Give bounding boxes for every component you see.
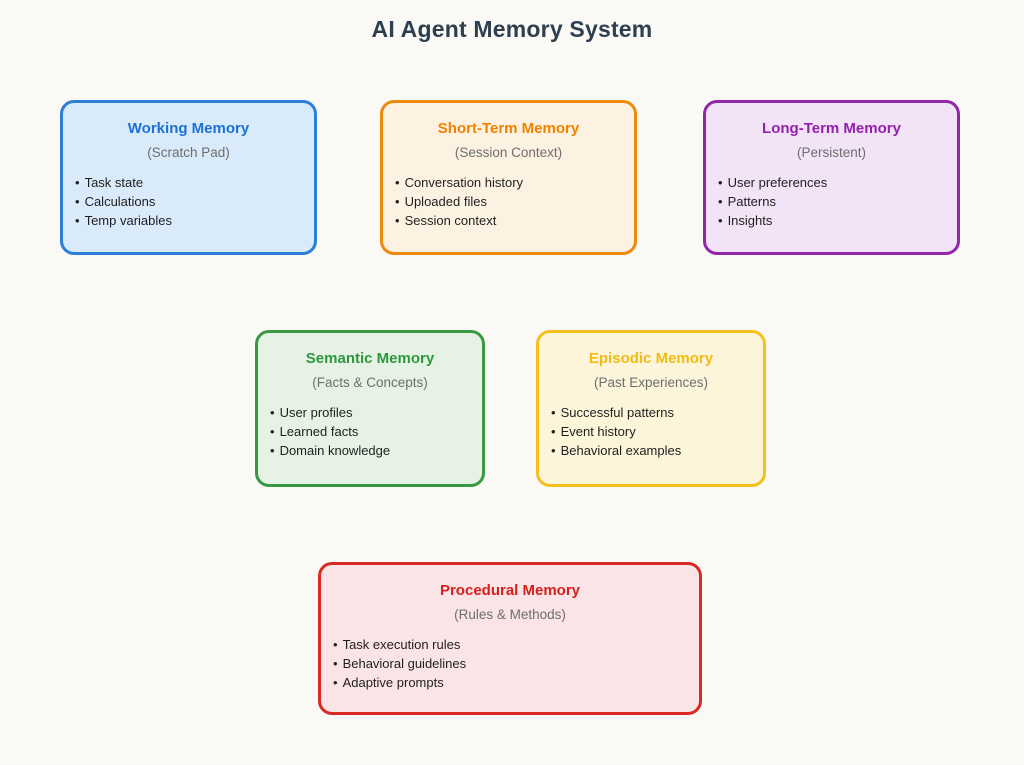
memory-box-procedural: Procedural Memory (Rules & Methods) • Tas… [318,562,702,715]
box-item-text: Behavioral guidelines [342,656,467,671]
bullet-marker: • [333,656,338,671]
memory-box-working: Working Memory (Scratch Pad) • Task state… [60,100,317,255]
bullet-marker: • [395,213,400,228]
box-title: Working Memory [127,120,250,137]
bullet-marker: • [75,175,80,190]
box-item-text: Uploaded files [404,194,487,209]
box-item-text: Behavioral examples [560,443,682,458]
memory-box-episodic: Episodic Memory (Past Experiences) • Succ… [536,330,766,487]
box-subtitle: (Rules & Methods) [454,607,566,622]
box-item: • Task state [75,173,302,192]
box-item: • Behavioral examples [551,441,751,460]
box-item: • Calculations [75,192,302,211]
bullet-marker: • [333,637,338,652]
box-item-text: User preferences [727,175,828,190]
bullet-marker: • [270,405,275,420]
bullet-marker: • [395,194,400,209]
bullet-marker: • [75,194,80,209]
bullet-marker: • [395,175,400,190]
box-item: • Behavioral guidelines [333,654,687,673]
box-item: • Patterns [718,192,945,211]
box-title: Long-Term Memory [762,120,901,137]
box-item: • Insights [718,211,945,230]
bullet-marker: • [551,405,556,420]
box-item-text: Calculations [84,194,156,209]
box-item-text: Task execution rules [342,637,461,652]
box-title: Procedural Memory [439,582,581,599]
box-item-text: Domain knowledge [279,443,391,458]
box-subtitle: (Scratch Pad) [147,145,230,160]
memory-box-long-term: Long-Term Memory (Persistent) • User pref… [703,100,960,255]
box-subtitle: (Session Context) [454,145,563,160]
memory-box-semantic: Semantic Memory (Facts & Concepts) • User… [255,330,485,487]
box-item: • User preferences [718,173,945,192]
box-subtitle: (Facts & Concepts) [312,375,428,390]
box-item: • Session context [395,211,622,230]
bullet-marker: • [551,443,556,458]
bullet-marker: • [270,424,275,439]
bullet-marker: • [551,424,556,439]
box-item-text: User profiles [279,405,353,420]
box-item: • Event history [551,422,751,441]
box-title: Short-Term Memory [437,120,580,137]
box-item-text: Learned facts [279,424,359,439]
box-item: • Conversation history [395,173,622,192]
box-item-list: • User profiles • Learned facts • Domain kn… [270,403,470,460]
box-item: • Learned facts [270,422,470,441]
box-item-text: Task state [84,175,144,190]
box-subtitle: (Past Experiences) [593,375,709,390]
bullet-marker: • [718,194,723,209]
box-item: • Uploaded files [395,192,622,211]
bullet-marker: • [718,213,723,228]
box-item-text: Adaptive prompts [342,675,444,690]
box-item-list: • Task execution rules • Behavioral guidel… [333,635,687,692]
box-item-text: Insights [727,213,773,228]
box-item: • Temp variables [75,211,302,230]
box-subtitle: (Persistent) [796,145,867,160]
box-item: • Task execution rules [333,635,687,654]
box-item-text: Session context [404,213,497,228]
box-item-list: • Successful patterns • Event history • Beh… [551,403,751,460]
box-item-text: Event history [560,424,636,439]
memory-box-short-term: Short-Term Memory (Session Context) • Con… [380,100,637,255]
box-item: • User profiles [270,403,470,422]
box-title: Semantic Memory [305,350,435,367]
box-item-list: • Conversation history • Uploaded files • S… [395,173,622,230]
box-item: • Successful patterns [551,403,751,422]
box-item-list: • Task state • Calculations • Temp variable… [75,173,302,230]
bullet-marker: • [270,443,275,458]
box-title: Episodic Memory [588,350,714,367]
box-item: • Domain knowledge [270,441,470,460]
box-item-text: Patterns [727,194,776,209]
box-item-text: Conversation history [404,175,524,190]
diagram-title: AI Agent Memory System [371,16,653,42]
box-item-text: Successful patterns [560,405,675,420]
bullet-marker: • [75,213,80,228]
bullet-marker: • [333,675,338,690]
box-item-text: Temp variables [84,213,172,228]
bullet-marker: • [718,175,723,190]
box-item-list: • User preferences • Patterns • Insights [718,173,945,230]
box-item: • Adaptive prompts [333,673,687,692]
